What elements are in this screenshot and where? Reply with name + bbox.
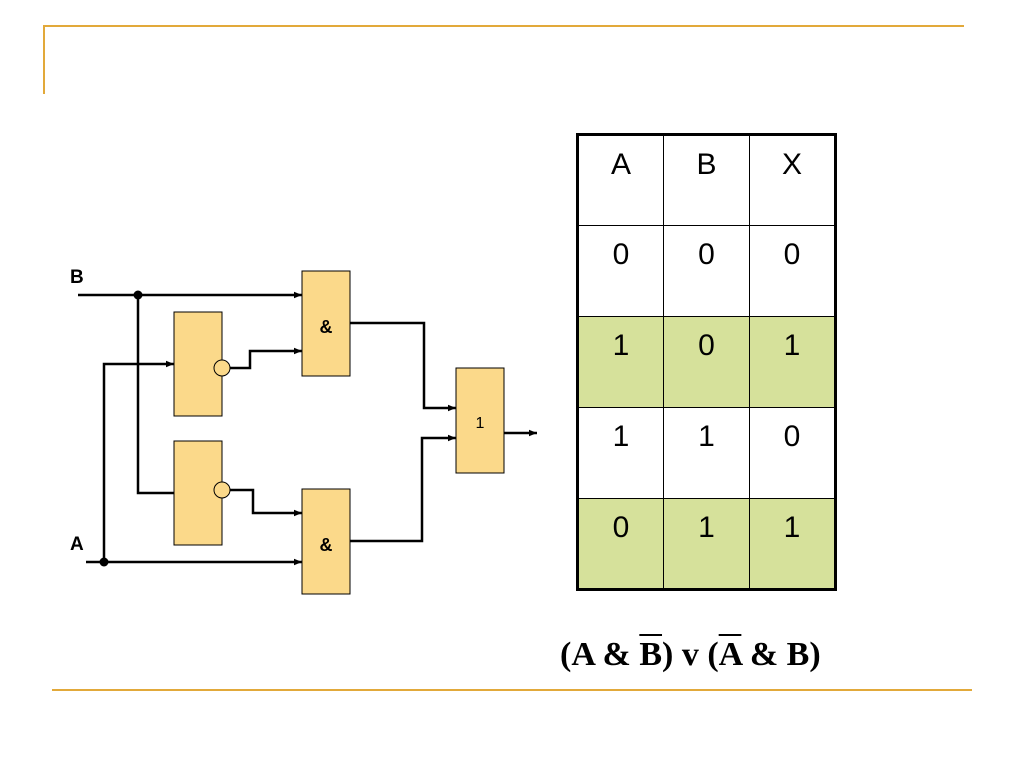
formula-part-close: & B) [741, 636, 821, 673]
truth-table-row-highlighted: 0 1 1 [577, 498, 836, 590]
input-label-b: B [70, 267, 84, 288]
wire-b-to-not-bottom [136, 295, 174, 495]
table-cell: 0 [577, 498, 664, 590]
table-cell: 1 [577, 316, 664, 408]
junction-dot-a [99, 557, 109, 567]
table-cell: 0 [663, 225, 750, 317]
or-gate [455, 367, 505, 474]
table-cell: 0 [749, 407, 836, 499]
table-cell: 1 [749, 316, 836, 408]
wire-a-to-not-top [102, 360, 174, 562]
table-cell: 1 [749, 498, 836, 590]
table-cell: 0 [749, 225, 836, 317]
wire-not-bottom-to-and-bottom [230, 488, 302, 517]
table-cell: 0 [663, 316, 750, 408]
junction-dot-b [133, 290, 143, 300]
header-cell-a: A [577, 134, 664, 226]
header-cell-x: X [749, 134, 836, 226]
wire-and-bottom-to-or [350, 434, 456, 543]
truth-table: A B X 0 0 0 1 0 1 1 1 0 0 1 1 [576, 133, 837, 591]
truth-table-row: 1 1 0 [577, 407, 836, 499]
wire-not-top-to-and-top [230, 347, 302, 370]
table-cell: 0 [577, 225, 664, 317]
formula-part-open: (A & [560, 636, 640, 673]
table-cell: 1 [663, 498, 750, 590]
input-label-a: A [70, 534, 84, 555]
formula-not-a: A [718, 636, 742, 673]
logic-circuit-diagram: & & 1 B A [70, 267, 537, 595]
table-cell: 1 [663, 407, 750, 499]
truth-table-row: 0 0 0 [577, 225, 836, 317]
table-cell: 1 [577, 407, 664, 499]
inversion-bubble-bottom [213, 481, 231, 499]
not-gate-top [173, 311, 223, 417]
header-cell-b: B [663, 134, 750, 226]
or-gate-label: 1 [476, 415, 485, 432]
top-rule [43, 25, 964, 27]
formula-part-mid: ) v ( [662, 636, 719, 673]
wires [78, 291, 537, 566]
and-gate-top [301, 270, 351, 377]
and-gate-bottom-label: & [320, 535, 333, 555]
bottom-rule [52, 689, 972, 691]
inversion-bubble-top [213, 359, 231, 377]
left-rule [43, 25, 45, 94]
formula-not-b: B [639, 636, 663, 673]
boolean-formula: (A & B) v (A & B) [560, 636, 821, 674]
wire-and-top-to-or [350, 321, 456, 412]
and-gate-bottom [301, 488, 351, 595]
and-gate-top-label: & [320, 317, 333, 337]
truth-table-header-row: A B X [577, 134, 836, 226]
truth-table-row-highlighted: 1 0 1 [577, 316, 836, 408]
